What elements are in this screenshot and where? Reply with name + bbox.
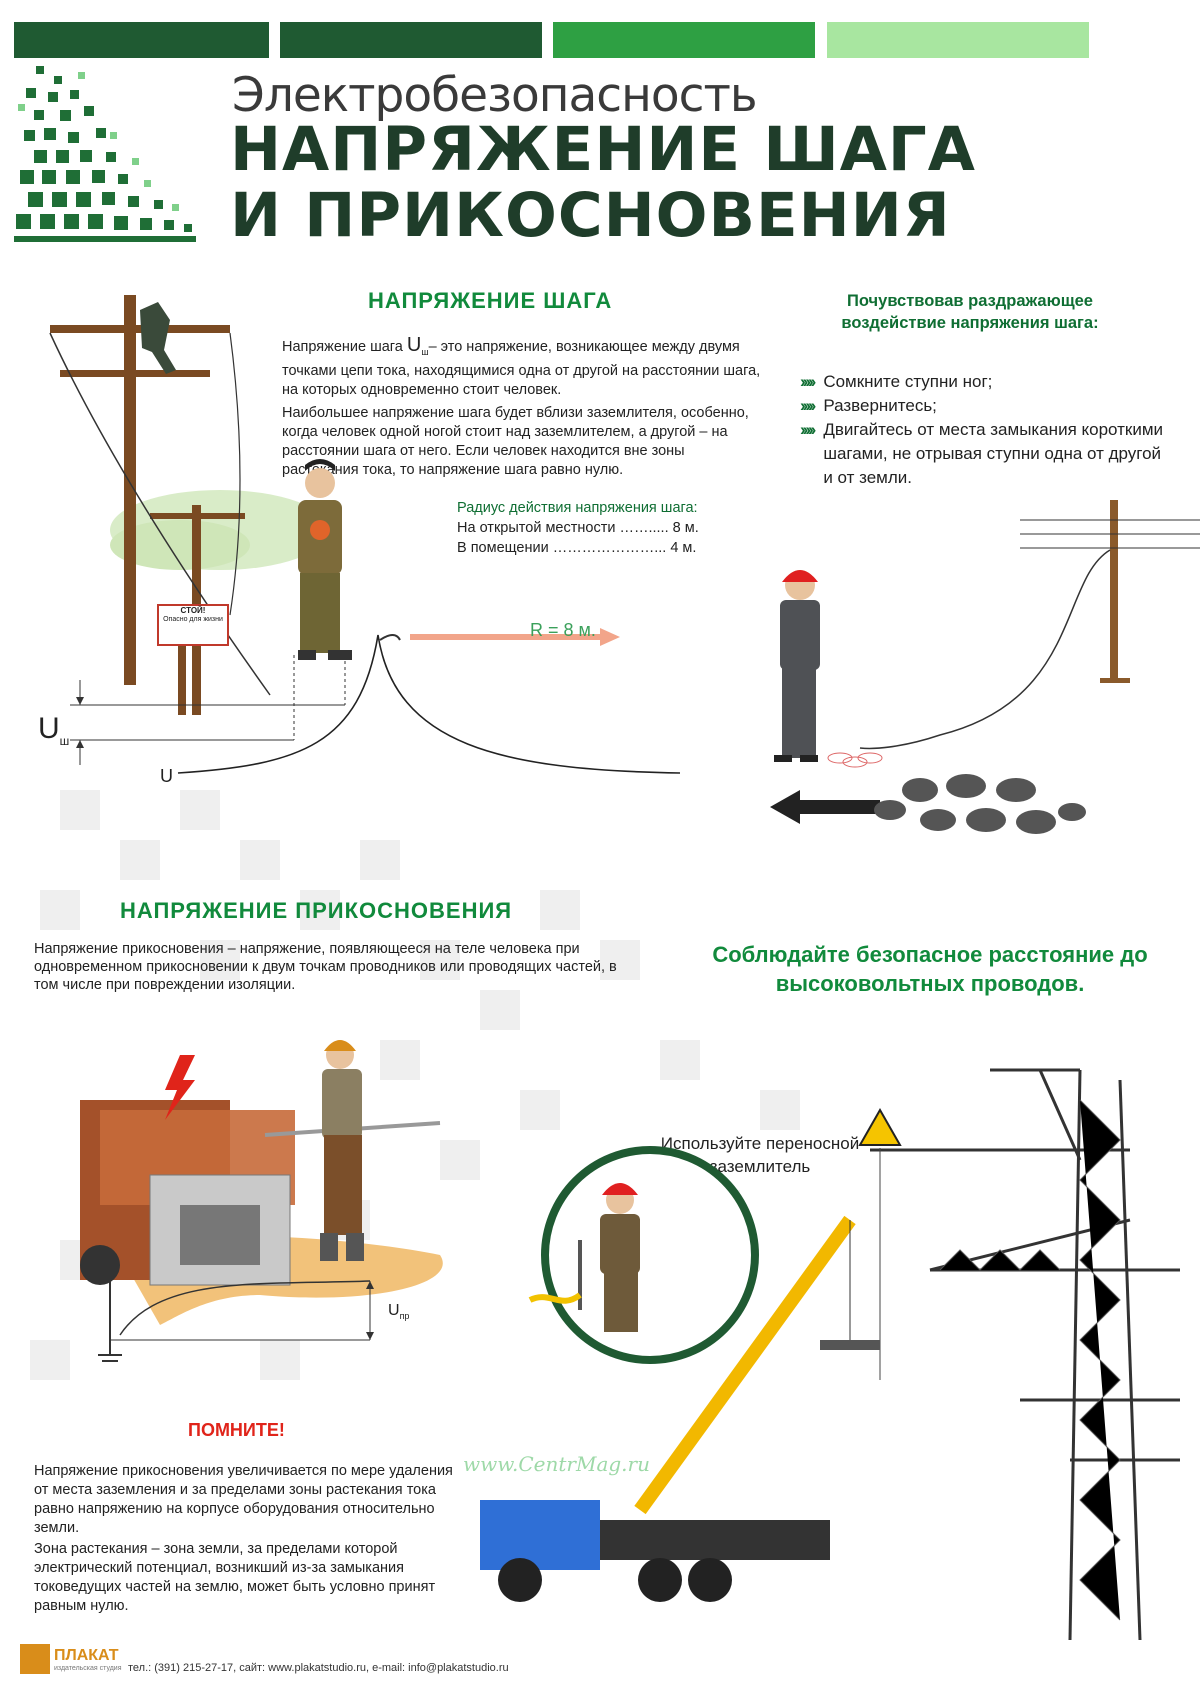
advice-item-text: Развернитесь; xyxy=(823,396,937,415)
touch-heading: НАПРЯЖЕНИЕ ПРИКОСНОВЕНИЯ xyxy=(120,898,513,923)
stop-sign: СТОЙ! Опасно для жизни xyxy=(158,606,228,624)
advice-item-text: Сомкните ступни ног; xyxy=(823,372,993,391)
advice-arrow-icon: ››››› xyxy=(800,372,816,391)
radius-indoor: В помещении …………………... 4 м. xyxy=(457,540,697,556)
remember-paragraph-1: Напряжение прикосновения увеличивается п… xyxy=(34,1463,453,1536)
radius-title: Радиус действия напряжения шага: xyxy=(457,500,698,516)
grounding-caption: Используйте переносной заземлитель xyxy=(660,1134,860,1176)
step-voltage-illustration xyxy=(49,295,681,774)
step-def-text: – это напряжение, возникающее между двум… xyxy=(282,339,761,398)
step-paragraph-2: Наибольшее напряжение шага будет вблизи … xyxy=(282,405,749,478)
footer-logo: ПЛАКАТ издательская студия xyxy=(20,1644,122,1674)
logo-text: ПЛАКАТ xyxy=(54,1646,119,1664)
logo-icon xyxy=(20,1644,50,1674)
advice-arrow-icon: ››››› xyxy=(800,420,816,439)
header-bar-4 xyxy=(827,22,1089,58)
r-distance-label: R = 8 м. xyxy=(530,620,596,640)
advice-arrow-icon: ››››› xyxy=(800,396,816,415)
header-bar-3 xyxy=(553,22,815,58)
ush-symbol: U xyxy=(38,712,60,745)
touch-definition: Напряжение прикосновения – напряжение, п… xyxy=(34,941,617,993)
remember-heading: ПОМНИТЕ! xyxy=(188,1420,285,1440)
step-symbol: U xyxy=(406,334,422,356)
stop-sign-title: СТОЙ! xyxy=(180,606,206,615)
step-safety-illustration xyxy=(770,500,1200,834)
poster-title-line1: НАПРЯЖЕНИЕ ШАГА xyxy=(230,114,976,185)
ush-symbol-sub: ш xyxy=(59,734,70,748)
crane-tower-illustration xyxy=(480,1068,1180,1641)
pixel-logo xyxy=(14,66,196,242)
ush-label: Uш xyxy=(38,712,69,748)
step-symbol-sub: ш xyxy=(421,346,429,357)
footer-contacts: тел.: (391) 215-27-17, сайт: www.plakats… xyxy=(128,1662,509,1674)
advice-item: ››››› Двигайтесь от места замыкания коро… xyxy=(800,418,1170,490)
u-potential-label: U xyxy=(160,766,173,786)
header-bar-1 xyxy=(14,22,269,58)
advice-item: ››››› Развернитесь; xyxy=(800,394,1170,418)
poster-title-line2: И ПРИКОСНОВЕНИЯ xyxy=(230,180,951,251)
upr-symbol: U xyxy=(388,1302,400,1319)
radius-block: Радиус действия напряжения шага: На откр… xyxy=(457,498,699,558)
header-bar-2 xyxy=(280,22,542,58)
watermark: www.CentrMag.ru xyxy=(463,1452,650,1476)
stop-sign-text: Опасно для жизни xyxy=(163,616,223,623)
logo-subtext: издательская студия xyxy=(54,1664,122,1672)
advice-title: Почувствовав раздражающее воздействие на… xyxy=(841,292,1099,332)
distance-warning: Соблюдайте безопасное расстояние до высо… xyxy=(712,942,1148,996)
touch-voltage-illustration xyxy=(80,1040,443,1362)
advice-item: ››››› Сомкните ступни ног; xyxy=(800,370,1170,394)
advice-item-text: Двигайтесь от места замыкания короткими … xyxy=(823,420,1164,487)
advice-list: ››››› Сомкните ступни ног; ››››› Разверн… xyxy=(800,370,1170,490)
step-def-lead: Напряжение шага xyxy=(282,339,407,355)
step-heading: НАПРЯЖЕНИЕ ШАГА xyxy=(368,288,613,313)
upr-label: Uпр xyxy=(388,1302,409,1321)
radius-open: На открытой местности ……..... 8 м. xyxy=(457,520,699,536)
remember-paragraph-2: Зона растекания – зона земли, за предела… xyxy=(34,1541,436,1614)
poster-subtitle: Электробезопасность xyxy=(232,68,758,123)
step-definition: Напряжение шага Uш– это напряжение, возн… xyxy=(282,334,762,400)
upr-symbol-sub: пр xyxy=(399,1311,410,1322)
